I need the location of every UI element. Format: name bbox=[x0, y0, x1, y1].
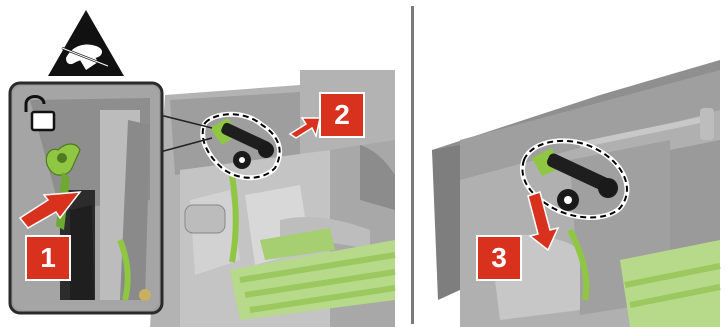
right-panel bbox=[420, 0, 727, 327]
step-1-badge: 1 bbox=[27, 237, 69, 279]
panel-divider bbox=[411, 6, 414, 324]
left-panel: 1 2 bbox=[0, 0, 404, 327]
right-illustration bbox=[420, 0, 727, 327]
step-2-badge: 2 bbox=[321, 94, 363, 136]
esd-warning-icon bbox=[48, 10, 124, 76]
step-3-badge: 3 bbox=[478, 237, 520, 279]
